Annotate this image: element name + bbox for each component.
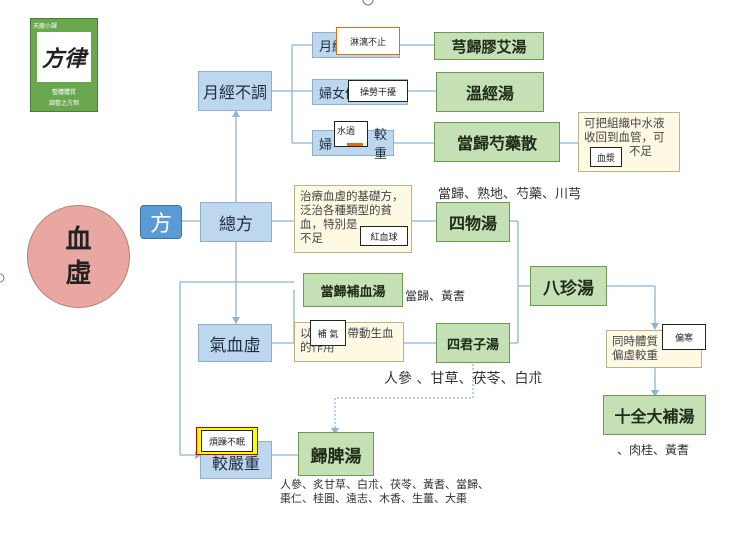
- zongfang-node: 總方: [200, 202, 272, 242]
- formula-dangguishaoyao: 當歸芍藥散: [434, 122, 560, 162]
- dangguishaoyao-description-line1: 可把組織中水液: [584, 116, 665, 130]
- ingredients-sijunzi: 人參 、甘草、茯苓、白朮: [384, 371, 543, 387]
- siwu-description-tail: 不足: [300, 231, 323, 245]
- siwu-description: 治療血虛的基礎方，泛治各種類型的貧血，特別是 不足: [294, 185, 412, 253]
- fang-box: 方: [140, 205, 182, 239]
- yuejing-item-3-label: 婦: [319, 137, 333, 153]
- xuexu-circle: 血 虛: [27, 205, 130, 308]
- note-fanzao-inner: 煩躁不眠: [201, 430, 253, 452]
- arrow-guipi: [331, 428, 339, 435]
- connector-dotted-guipi: [334, 364, 474, 432]
- note-shuiguo-text: 水過: [337, 127, 356, 137]
- arrow-shiquan: [651, 323, 659, 330]
- logo-top-text: 天龍小課: [33, 23, 58, 30]
- formula-xiongguijiaoai: 芎歸膠艾湯: [434, 32, 544, 60]
- note-linli: 淋漓不止: [336, 27, 400, 55]
- logo-brand-text: 方律: [41, 46, 86, 72]
- sijunzi-description-mid: 帶動生血: [347, 326, 394, 340]
- note-buqi: 補 氣: [310, 320, 346, 346]
- logo-brand: 方律: [37, 32, 91, 82]
- logo: 天龍小課 方律 整體體質 調整之方劑: [30, 18, 98, 112]
- note-hongxueqiu: 紅血球: [360, 226, 408, 246]
- formula-guipi: 歸脾湯: [298, 432, 374, 476]
- sijunzi-description-head: 以: [300, 326, 312, 340]
- note-fanzao: 煩躁不眠: [196, 427, 258, 455]
- note-caolao: 操勞干擾: [348, 80, 408, 102]
- formula-shiquandabu: 十全大補湯: [603, 395, 706, 435]
- page-edge-marker-left: [0, 273, 5, 283]
- arrow-yuejing: [232, 110, 240, 117]
- logo-line2: 調整之方劑: [48, 100, 79, 107]
- note-pianhan: 偏寒: [662, 324, 706, 350]
- formula-dangguibuxue: 當歸補血湯: [303, 273, 403, 307]
- siwu-description-text: 治療血虛的基礎方，泛治各種類型的貧血，特別是: [300, 189, 404, 231]
- note-xuejiang: 血漿: [590, 147, 622, 167]
- page-edge-marker-top: [362, 0, 374, 6]
- note-fanzao-text: 煩躁不眠: [208, 437, 245, 448]
- qixuexu-node: 氣血虛: [198, 324, 272, 362]
- xuexu-label: 血 虛: [65, 224, 92, 289]
- arrow-qixuexu: [232, 317, 240, 324]
- logo-line1: 整體體質: [51, 89, 76, 96]
- formula-bazhen: 八珍湯: [530, 266, 607, 306]
- ingredients-siwu: 當歸、熟地、芍藥、川芎: [438, 187, 582, 202]
- dangguishaoyao-description-line2: 收回到血管，可: [584, 130, 665, 144]
- arrow-shiquan-2: [651, 390, 659, 397]
- shiquan-description-line1: 同時體質: [612, 334, 658, 348]
- note-shuiguo: 水過: [334, 121, 368, 147]
- ingredients-shiquan: 、肉桂、黃耆: [617, 443, 690, 457]
- shiquan-description-line2: 偏虛較重: [612, 348, 658, 362]
- dangguishaoyao-description-line3: 不足: [629, 144, 652, 158]
- formula-sijunzi: 四君子湯: [436, 323, 510, 363]
- fang-label: 方: [149, 212, 172, 237]
- yuejing-node: 月經不調: [198, 71, 272, 111]
- yuejing-item-3-suffix: 較重: [374, 128, 388, 162]
- ingredients-dangguibuxue: 當歸、黃耆: [405, 289, 466, 303]
- sijunzi-description-line1: 以 帶動生血: [300, 326, 394, 340]
- note-shuiguo-mark: [347, 143, 363, 146]
- formula-wenjing: 溫經湯: [436, 72, 544, 112]
- formula-siwu: 四物湯: [436, 202, 510, 242]
- ingredients-guipi: 人參、炙甘草、白朮、茯苓、黃耆、當歸、棗仁、桂圓、遠志、木香、生薑、大棗: [280, 478, 489, 505]
- jiaoyanzhong-label: 較嚴重: [211, 454, 260, 473]
